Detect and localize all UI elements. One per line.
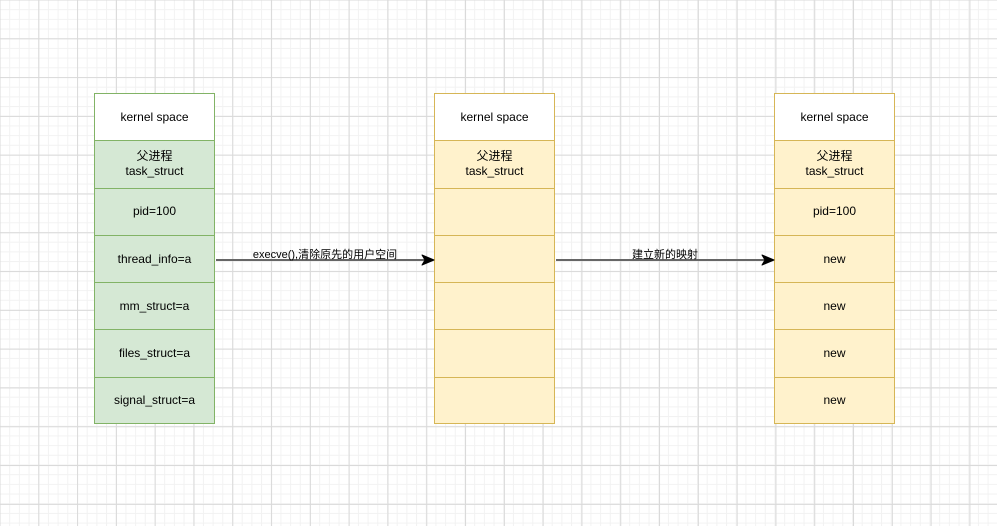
arrow-new-mapping: 建立新的映射 (556, 247, 775, 273)
arrow-execve-shape (216, 254, 435, 266)
cell-task-struct: 父进程 task_struct (94, 140, 215, 188)
cell-task-struct: 父进程 task_struct (434, 140, 555, 188)
arrowhead-icon (761, 254, 775, 266)
arrowhead-icon (421, 254, 435, 266)
arrow-execve: execve(),清除原先的用户空间 (216, 247, 435, 273)
cell-mm-struct: mm_struct=a (94, 282, 215, 330)
cell-empty-1 (434, 187, 555, 235)
cell-empty-4 (434, 329, 555, 377)
cell-pid: pid=100 (94, 187, 215, 235)
process-column-after-new-mapping[interactable]: kernel space 父进程 task_struct pid=100 new… (774, 93, 895, 425)
arrow-new-mapping-shape (556, 254, 775, 266)
cell-thread-info: thread_info=a (94, 234, 215, 283)
cell-files-struct: files_struct=a (94, 329, 215, 377)
cell-kernel-space: kernel space (94, 93, 215, 141)
cell-new-3: new (774, 329, 895, 377)
cell-empty-5 (434, 376, 555, 425)
cell-empty-2 (434, 234, 555, 283)
cell-signal-struct: signal_struct=a (94, 376, 215, 425)
cell-pid: pid=100 (774, 187, 895, 235)
cell-kernel-space: kernel space (434, 93, 555, 141)
cell-kernel-space: kernel space (774, 93, 895, 141)
arrow-execve-label: execve(),清除原先的用户空间 (252, 249, 398, 261)
process-column-parent-before[interactable]: kernel space 父进程 task_struct pid=100 thr… (94, 93, 215, 425)
cell-task-struct: 父进程 task_struct (774, 140, 895, 188)
cell-new-2: new (774, 282, 895, 330)
arrow-new-mapping-label: 建立新的映射 (632, 249, 698, 261)
process-column-after-execve-cleared[interactable]: kernel space 父进程 task_struct (434, 93, 555, 425)
cell-new-4: new (774, 376, 895, 425)
cell-empty-3 (434, 282, 555, 330)
cell-new-1: new (774, 234, 895, 283)
